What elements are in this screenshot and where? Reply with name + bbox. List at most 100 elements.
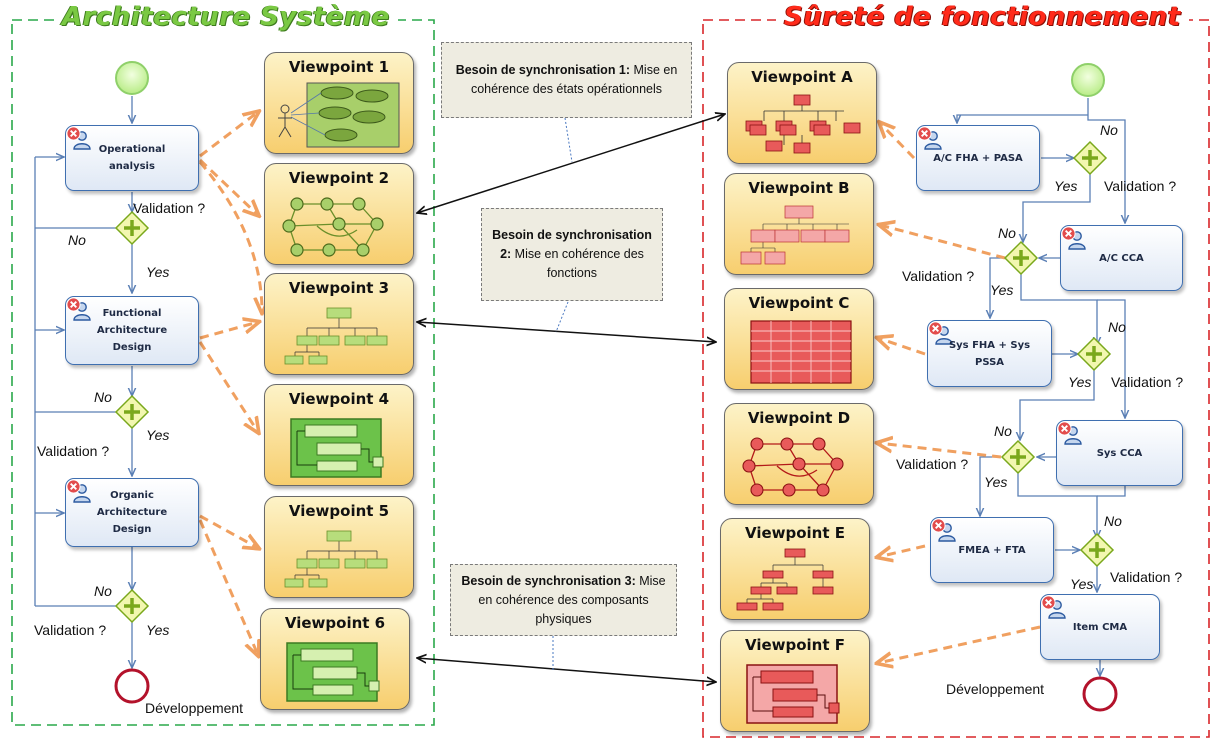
viewpoint-title: Viewpoint A [751,68,853,86]
label-yes-3: Yes [146,622,170,638]
task-label: Sys CCA [1096,447,1143,459]
label-yes-r4: Yes [984,474,1008,490]
label-no-r4: No [994,423,1012,439]
label-yes-r5: Yes [1070,576,1094,592]
gateways [114,140,1115,624]
task-organic-architecture-design[interactable]: Organic Architecture Design [65,478,199,547]
failure-graph-icon [742,437,844,497]
label-yes-r1: Yes [1054,178,1078,194]
left-flow-lines [34,96,132,668]
viewpoint-6[interactable]: Viewpoint 6 [260,608,410,710]
end-event-left [114,668,150,704]
label-no-2: No [94,389,112,405]
viewpoint-4[interactable]: Viewpoint 4 [264,384,414,486]
label-developpement-left: Développement [145,700,244,716]
block-diagram-icon [290,418,384,478]
component-tree-icon [284,530,388,588]
viewpoint-title: Viewpoint 2 [288,169,390,187]
right-flow-lines [957,98,1125,676]
label-no-r1: No [1100,122,1118,138]
viewpoint-c[interactable]: Viewpoint C [724,288,874,390]
sync-arrows [417,114,725,682]
failure-block-icon [746,664,840,724]
label-yes-2: Yes [146,427,170,443]
label-validation-r3: Validation ? [1111,374,1184,390]
note-connectors [552,117,573,670]
label-developpement-right: Développement [946,681,1045,697]
error-icon [66,479,81,494]
viewpoint-title: Viewpoint F [744,636,846,654]
viewpoint-d[interactable]: Viewpoint D [724,403,874,505]
label-yes-r3: Yes [1068,374,1092,390]
end-event-right [1082,676,1118,712]
viewpoint-title: Viewpoint 5 [288,502,390,520]
viewpoint-title: Viewpoint 3 [288,279,390,297]
matrix-table-icon [750,320,852,384]
section-title-architecture: Architecture Système [54,2,398,32]
task-ac-fha-pasa[interactable]: A/C FHA + PASA [916,125,1040,191]
error-icon [1041,595,1056,610]
viewpoint-title: Viewpoint 1 [288,58,390,76]
error-icon [931,518,946,533]
viewpoint-5[interactable]: Viewpoint 5 [264,496,414,598]
section-title-surete: Sûreté de fonctionnement [776,2,1189,32]
label-no-r2: No [998,225,1016,241]
task-sys-fha-pssa[interactable]: Sys FHA + Sys PSSA [927,320,1052,387]
viewpoint-2[interactable]: Viewpoint 2 [264,163,414,265]
label-validation-r5: Validation ? [1110,569,1183,585]
error-icon [917,126,932,141]
sync-note-1: Besoin de synchronisation 1: Mise en coh… [441,42,692,118]
hierarchy-table-icon [740,205,850,265]
label-validation-r2: Validation ? [902,268,975,284]
viewpoint-title: Viewpoint C [748,294,850,312]
error-icon [1057,421,1072,436]
viewpoint-f[interactable]: Viewpoint F [720,630,870,732]
task-ac-cca[interactable]: A/C CCA [1060,225,1183,291]
viewpoint-1[interactable]: Viewpoint 1 [264,52,414,154]
task-item-cma[interactable]: Item CMA [1040,594,1160,660]
task-label: A/C FHA + PASA [933,152,1023,164]
fault-tree-icon [736,548,834,611]
viewpoint-a[interactable]: Viewpoint A [727,62,877,164]
viewpoint-title: Viewpoint B [748,179,850,197]
note-text: Mise en cohérence des fonctions [511,247,644,280]
label-no-3: No [94,583,112,599]
task-sys-cca[interactable]: Sys CCA [1056,420,1183,486]
task-label: FMEA + FTA [958,544,1026,556]
start-event-left [115,61,149,95]
note-text: Mise en cohérence des états opérationnel… [470,63,678,96]
label-validation-3: Validation ? [34,622,107,638]
viewpoint-e[interactable]: Viewpoint E [720,518,870,620]
graph-diagram-icon [282,197,384,257]
error-icon [66,126,81,141]
task-functional-architecture-design[interactable]: Functional Architecture Design [65,296,199,365]
task-label: Organic Architecture Design [96,490,168,535]
note-text: Mise en cohérence des composants physiqu… [478,573,666,626]
task-label: Sys FHA + Sys PSSA [948,339,1031,368]
label-yes-1: Yes [146,264,170,280]
label-no-1: No [68,232,86,248]
label-no-r3: No [1108,319,1126,335]
task-label: Operational analysis [98,144,166,172]
viewpoint-title: Viewpoint 4 [288,390,390,408]
task-operational-analysis[interactable]: Operational analysis [65,125,199,191]
use-case-diagram-icon [278,82,400,148]
sync-note-3: Besoin de synchronisation 3: Mise en coh… [450,564,677,636]
physical-block-icon [286,642,380,702]
task-label: Item CMA [1072,621,1128,633]
task-fmea-fta[interactable]: FMEA + FTA [930,517,1054,583]
viewpoint-title: Viewpoint E [744,524,846,542]
label-validation-1: Validation ? [133,200,206,216]
start-event-right [1071,63,1105,97]
viewpoint-3[interactable]: Viewpoint 3 [264,273,414,375]
viewpoint-links [198,112,1041,663]
label-yes-r2: Yes [990,282,1014,298]
note-heading: Besoin de synchronisation 2: [492,228,652,261]
viewpoint-title: Viewpoint 6 [284,614,386,632]
viewpoint-b[interactable]: Viewpoint B [724,173,874,275]
user-icon [924,131,942,150]
error-icon [928,321,943,336]
label-no-r5: No [1104,513,1122,529]
